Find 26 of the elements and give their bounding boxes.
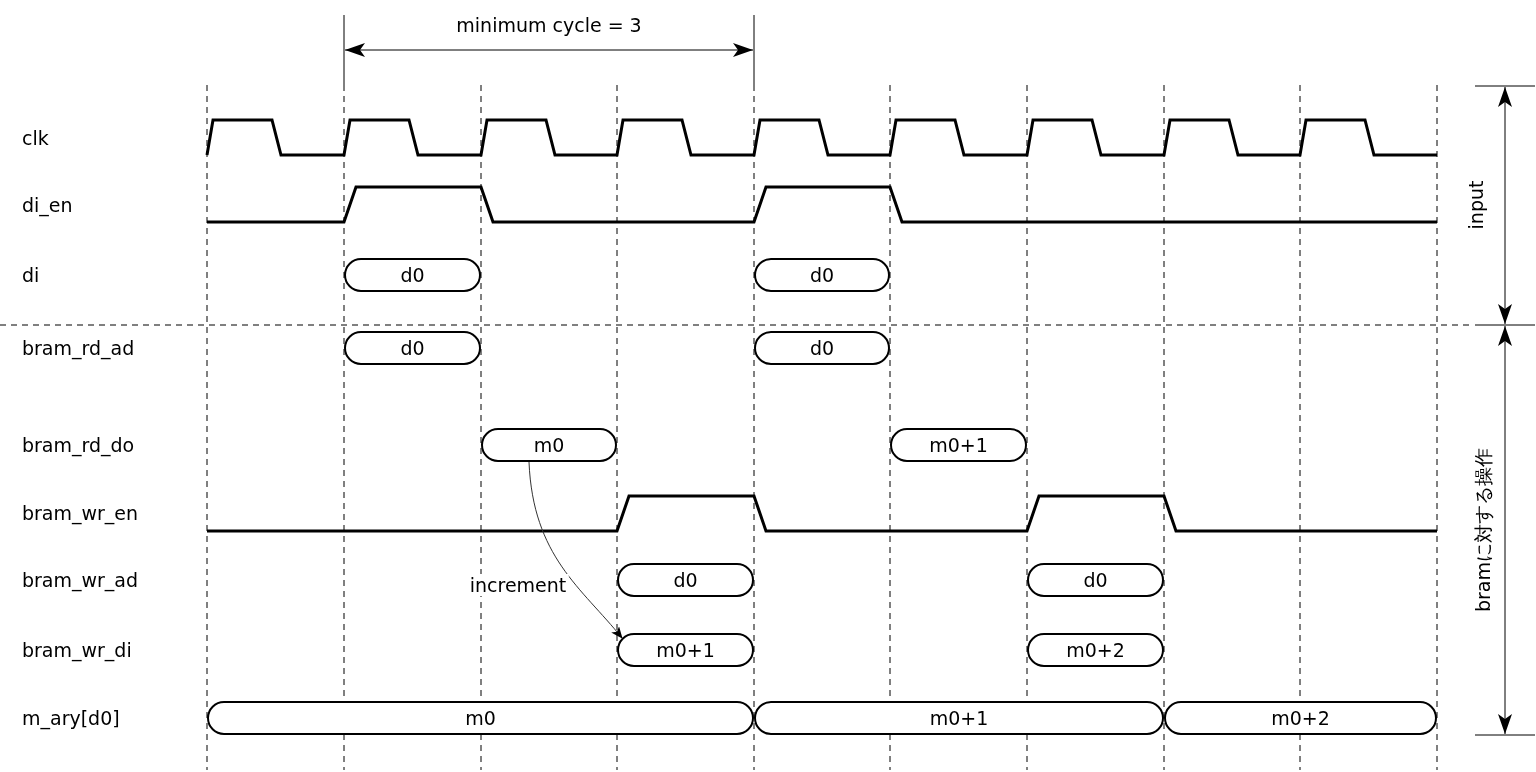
- bus-value: m0+1: [754, 701, 1164, 735]
- signal-name: m_ary[d0]: [22, 707, 120, 729]
- bus-value: d0: [754, 258, 890, 292]
- signal-name: bram_wr_ad: [22, 569, 139, 591]
- signal-name: bram_wr_en: [22, 502, 139, 524]
- signal-name: bram_wr_di: [22, 639, 132, 661]
- section-label: bramに対する操作: [1471, 448, 1495, 612]
- bus-value: m0+2: [1164, 701, 1437, 735]
- bus-value: d0: [754, 331, 890, 365]
- bus-value: d0: [617, 563, 754, 597]
- signal-name: di: [22, 264, 40, 286]
- signal-name: bram_rd_do: [22, 434, 135, 456]
- bus-value: m0: [481, 428, 617, 462]
- signal-name: clk: [22, 127, 49, 149]
- bus-value: m0+1: [890, 428, 1027, 462]
- bus-value: m0: [207, 701, 754, 735]
- bus-value: d0: [344, 331, 481, 365]
- dimension-label: minimum cycle = 3: [456, 14, 642, 36]
- curved-arrow: [528, 461, 623, 639]
- bus-value: d0: [1027, 563, 1164, 597]
- bus-value: d0: [344, 258, 481, 292]
- bus-value: m0+1: [617, 633, 754, 667]
- signal-name: di_en: [22, 194, 73, 216]
- signal-name: bram_rd_ad: [22, 337, 135, 359]
- section-label: input: [1465, 180, 1487, 230]
- bus-value: m0+2: [1027, 633, 1164, 667]
